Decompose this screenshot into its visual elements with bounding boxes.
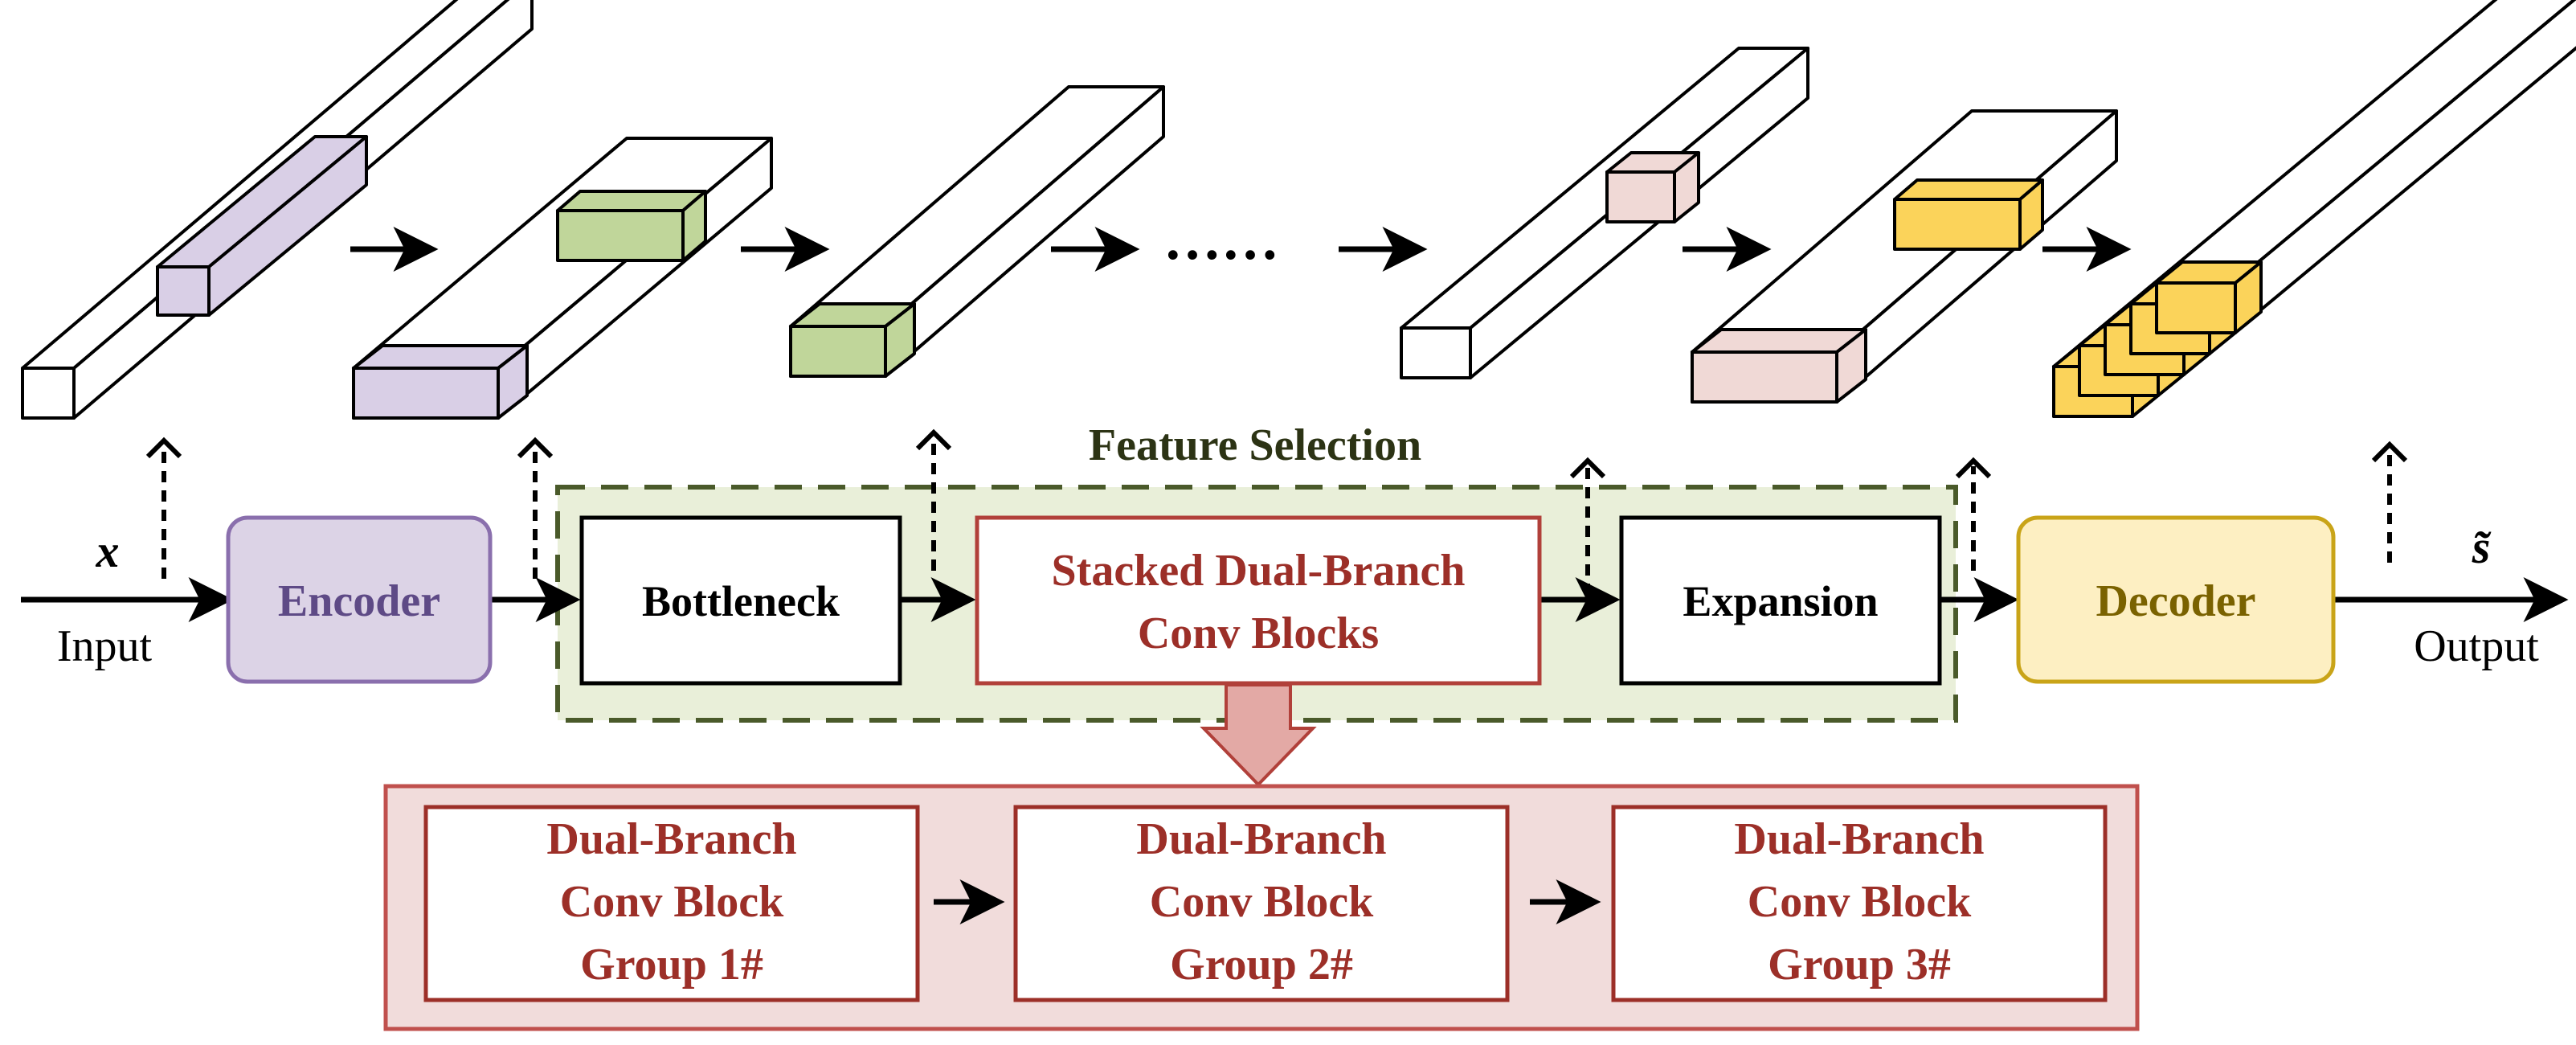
tensor-4-top — [1400, 47, 1809, 330]
expand-down-arrow — [1200, 683, 1317, 787]
group-2-line1: Dual-Branch — [1136, 814, 1386, 864]
tensor-5-pink-side — [1835, 328, 1867, 404]
stacked-label-line1: Stacked Dual-Branch — [1052, 546, 1466, 596]
tensor-4-front — [1400, 326, 1472, 379]
ellipsis: …… — [1163, 207, 1279, 272]
group-2-line2: Conv Block — [1150, 877, 1374, 927]
decoder-label: Decoder — [2096, 576, 2255, 626]
expansion-label: Expansion — [1683, 577, 1878, 625]
output-label: Output — [2414, 621, 2539, 671]
tensor-2-green-block-top — [556, 190, 707, 212]
group-1-line3: Group 1# — [580, 940, 763, 990]
group-2-block — [1013, 805, 1510, 1002]
input-symbol: x — [96, 525, 120, 577]
group-1-block — [423, 805, 920, 1002]
tensor-1-purple-block-front — [156, 265, 211, 317]
dotted-arrow-heads — [145, 428, 2408, 479]
bottleneck-block — [579, 515, 902, 686]
tensor-4-pink-block-front — [1605, 170, 1676, 223]
group-3-block — [1611, 805, 2108, 1002]
tensor-3-green-side — [884, 302, 916, 378]
tensor-1-front — [21, 367, 76, 420]
stacked-dual-branch-block — [975, 515, 1542, 686]
decoder-block — [2016, 515, 2336, 684]
tensor-6-yellow-cube-5-front — [2155, 281, 2237, 334]
feature-tensors — [21, 0, 2576, 420]
tensor-2-green-block-front — [556, 209, 685, 262]
group-3-line2: Conv Block — [1748, 877, 1972, 927]
tensor-5-yellow-block-top — [1893, 178, 2044, 201]
encoder-label: Encoder — [278, 576, 440, 626]
feature-selection-title: Feature Selection — [1089, 420, 1421, 470]
tensor-3-green-front-front — [789, 325, 887, 378]
tensor-5-pink-front-front — [1691, 350, 1838, 404]
input-label: Input — [57, 621, 153, 671]
bottleneck-label: Bottleneck — [642, 577, 840, 625]
stacked-label-line2: Conv Blocks — [1138, 609, 1379, 658]
group-3-line1: Dual-Branch — [1734, 814, 1984, 864]
group-2-line3: Group 2# — [1170, 940, 1353, 990]
group-1-line1: Dual-Branch — [546, 814, 796, 864]
tensor-5-yellow-block-front — [1893, 198, 2022, 251]
group-3-line3: Group 3# — [1768, 940, 1951, 990]
group-1-line2: Conv Block — [560, 877, 784, 927]
output-symbol: s̃ — [2472, 521, 2492, 573]
dotted-tap-arrows — [162, 438, 2392, 595]
encoder-block — [226, 515, 493, 684]
tensor-2-purple-front-front — [352, 367, 500, 420]
tensor-2-purple-side — [497, 344, 529, 420]
expansion-block — [1619, 515, 1942, 686]
